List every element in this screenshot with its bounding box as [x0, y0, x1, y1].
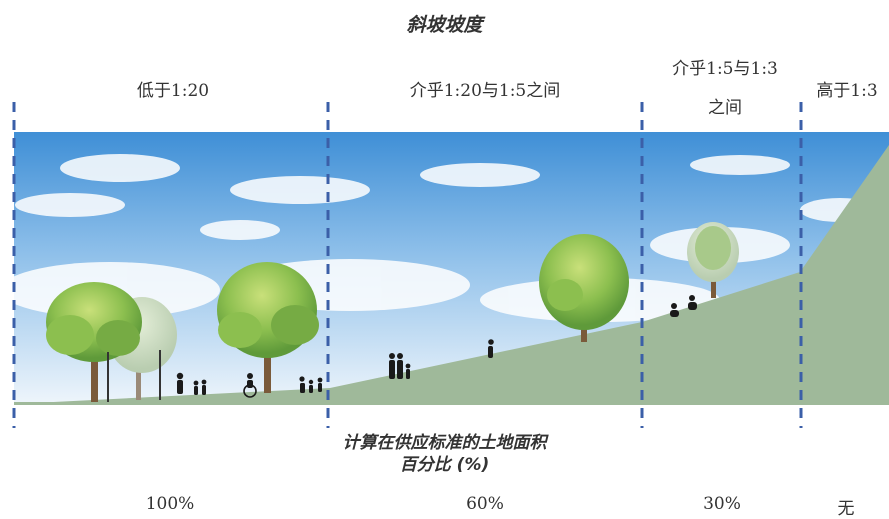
- lamp-post: [107, 352, 109, 402]
- percent-zone-2: 60%: [466, 494, 504, 514]
- people-silhouettes: [176, 295, 697, 398]
- slope-dividers: [12, 102, 803, 428]
- lamp-post: [159, 350, 161, 400]
- zone-label-4: 高于1:3: [805, 76, 889, 101]
- zone-label-4-text: 高于1:3: [816, 81, 878, 101]
- tree-mid: [539, 234, 629, 342]
- zone-label-3-text-line2: 之间: [708, 98, 742, 118]
- percent-zone-1: 100%: [145, 494, 195, 514]
- diagram-title: 斜坡坡度: [406, 14, 483, 36]
- tree-right: [687, 222, 739, 298]
- sloped-ground: [14, 145, 889, 404]
- caption-line-2: 百分比 (%): [399, 455, 490, 475]
- percent-zone-3: 30%: [703, 494, 741, 514]
- zone-label-2-text: 介乎1:20与1:5之间: [409, 81, 561, 101]
- tree-left: [46, 282, 142, 402]
- zone-label-1-text: 低于1:20: [136, 81, 210, 101]
- zone-label-1: 低于1:20: [118, 76, 228, 101]
- zone-label-2: 介乎1:20与1:5之间: [380, 76, 590, 101]
- percent-zone-4: 无: [837, 499, 855, 519]
- caption-line-1: 计算在供应标准的土地面积: [342, 433, 547, 453]
- zone-label-3-text: 介乎1:5与1:3: [672, 59, 778, 79]
- zone-label-3: 介乎1:5与1:3 之间: [650, 54, 800, 118]
- ground-base: [14, 402, 889, 405]
- area-percentage-caption: 计算在供应标准的土地面积 百分比 (%): [0, 432, 889, 476]
- tree-center-left: [217, 262, 319, 393]
